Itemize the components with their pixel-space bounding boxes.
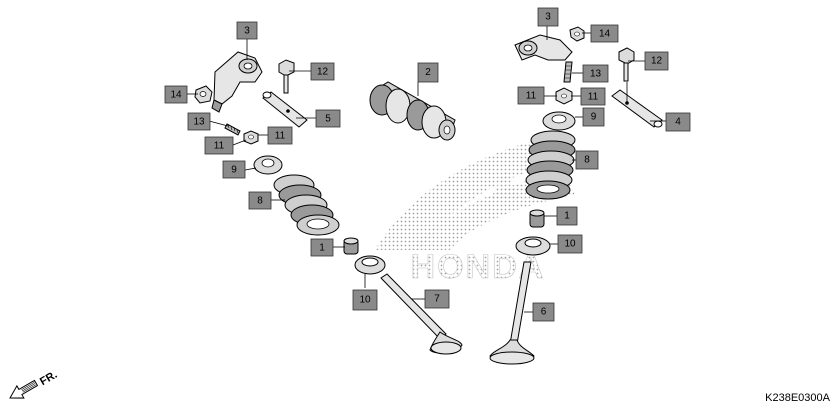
callout-2: 2 <box>417 62 439 83</box>
svg-text:1: 1 <box>564 211 570 222</box>
svg-text:12: 12 <box>317 67 329 78</box>
svg-text:1: 1 <box>319 243 325 254</box>
svg-text:10: 10 <box>359 295 371 306</box>
bolt-right <box>618 47 635 82</box>
svg-text:5: 5 <box>325 114 331 125</box>
svg-text:11: 11 <box>526 91 537 102</box>
callout-3-left: 3 <box>236 21 258 40</box>
nut-right <box>569 26 585 42</box>
valve-right <box>489 261 535 365</box>
svg-text:13: 13 <box>590 69 602 80</box>
callout-12-left: 12 <box>310 62 335 81</box>
valve-spring-right <box>525 130 576 200</box>
svg-text:9: 9 <box>231 165 237 176</box>
callout-11-left-b: 11 <box>267 126 293 145</box>
callout-5: 5 <box>315 109 341 128</box>
callout-12-right: 12 <box>644 51 669 71</box>
diagram-code: K238E0300A <box>765 392 830 404</box>
valve-spring-left <box>273 174 340 236</box>
callout-13-right: 13 <box>582 64 609 83</box>
callout-8-left: 8 <box>248 191 272 210</box>
stem-seal-right <box>529 209 545 228</box>
callout-9-right: 9 <box>582 107 605 127</box>
adjuster-screw-right <box>563 61 573 83</box>
adjuster-screw-left <box>224 123 241 136</box>
svg-text:12: 12 <box>651 56 663 67</box>
svg-text:3: 3 <box>545 12 551 23</box>
callout-11-right-b: 11 <box>580 87 606 106</box>
rocker-shaft-left <box>262 91 308 128</box>
svg-text:11: 11 <box>214 141 225 152</box>
svg-text:6: 6 <box>541 307 547 318</box>
callout-8-right: 8 <box>575 150 599 170</box>
callout-1-right: 1 <box>556 206 578 226</box>
svg-text:14: 14 <box>599 29 611 40</box>
callout-7: 7 <box>424 289 450 309</box>
spring-retainer-right <box>542 111 576 131</box>
spring-seat-right <box>515 236 551 256</box>
svg-text:3: 3 <box>244 26 250 37</box>
svg-text:11: 11 <box>588 92 599 103</box>
direction-label: FR. <box>38 369 59 388</box>
nut-left <box>194 85 213 104</box>
callout-10-right: 10 <box>557 234 583 254</box>
lock-nut-right <box>555 87 573 105</box>
spring-seat-left <box>354 255 386 275</box>
callout-9-left: 9 <box>222 160 246 179</box>
lock-nut-left <box>243 130 259 145</box>
callout-14-right: 14 <box>590 24 619 43</box>
callout-6: 6 <box>532 302 555 322</box>
callout-13-left: 13 <box>187 112 211 131</box>
callout-3-right: 3 <box>537 7 559 27</box>
honda-watermark: HONDA <box>375 135 575 286</box>
svg-text:2: 2 <box>425 67 431 78</box>
callout-11-left-a: 11 <box>204 136 234 155</box>
svg-text:14: 14 <box>170 90 182 101</box>
callout-11-right-a: 11 <box>517 86 545 105</box>
camshaft <box>369 81 456 141</box>
svg-text:10: 10 <box>564 239 576 250</box>
svg-text:8: 8 <box>584 155 590 166</box>
rocker-shaft-right <box>611 89 663 128</box>
rocker-arm-right <box>514 34 573 61</box>
callout-4: 4 <box>665 112 691 132</box>
callout-10-left: 10 <box>352 289 378 311</box>
bolt-left <box>278 59 295 94</box>
svg-text:4: 4 <box>675 117 681 128</box>
stem-seal-left <box>343 237 359 255</box>
spring-retainer-left <box>253 155 283 175</box>
rocker-arm-left <box>211 51 263 113</box>
valve-left <box>380 273 463 355</box>
leader-lines <box>187 26 666 313</box>
svg-text:7: 7 <box>434 294 440 305</box>
svg-text:8: 8 <box>257 196 263 207</box>
svg-text:9: 9 <box>591 112 597 123</box>
callout-1-left: 1 <box>310 238 334 257</box>
svg-text:11: 11 <box>275 131 286 142</box>
callout-14-left: 14 <box>164 85 188 104</box>
svg-text:13: 13 <box>193 117 205 128</box>
front-direction-indicator: FR. <box>9 369 59 399</box>
arrow-icon <box>9 379 39 399</box>
